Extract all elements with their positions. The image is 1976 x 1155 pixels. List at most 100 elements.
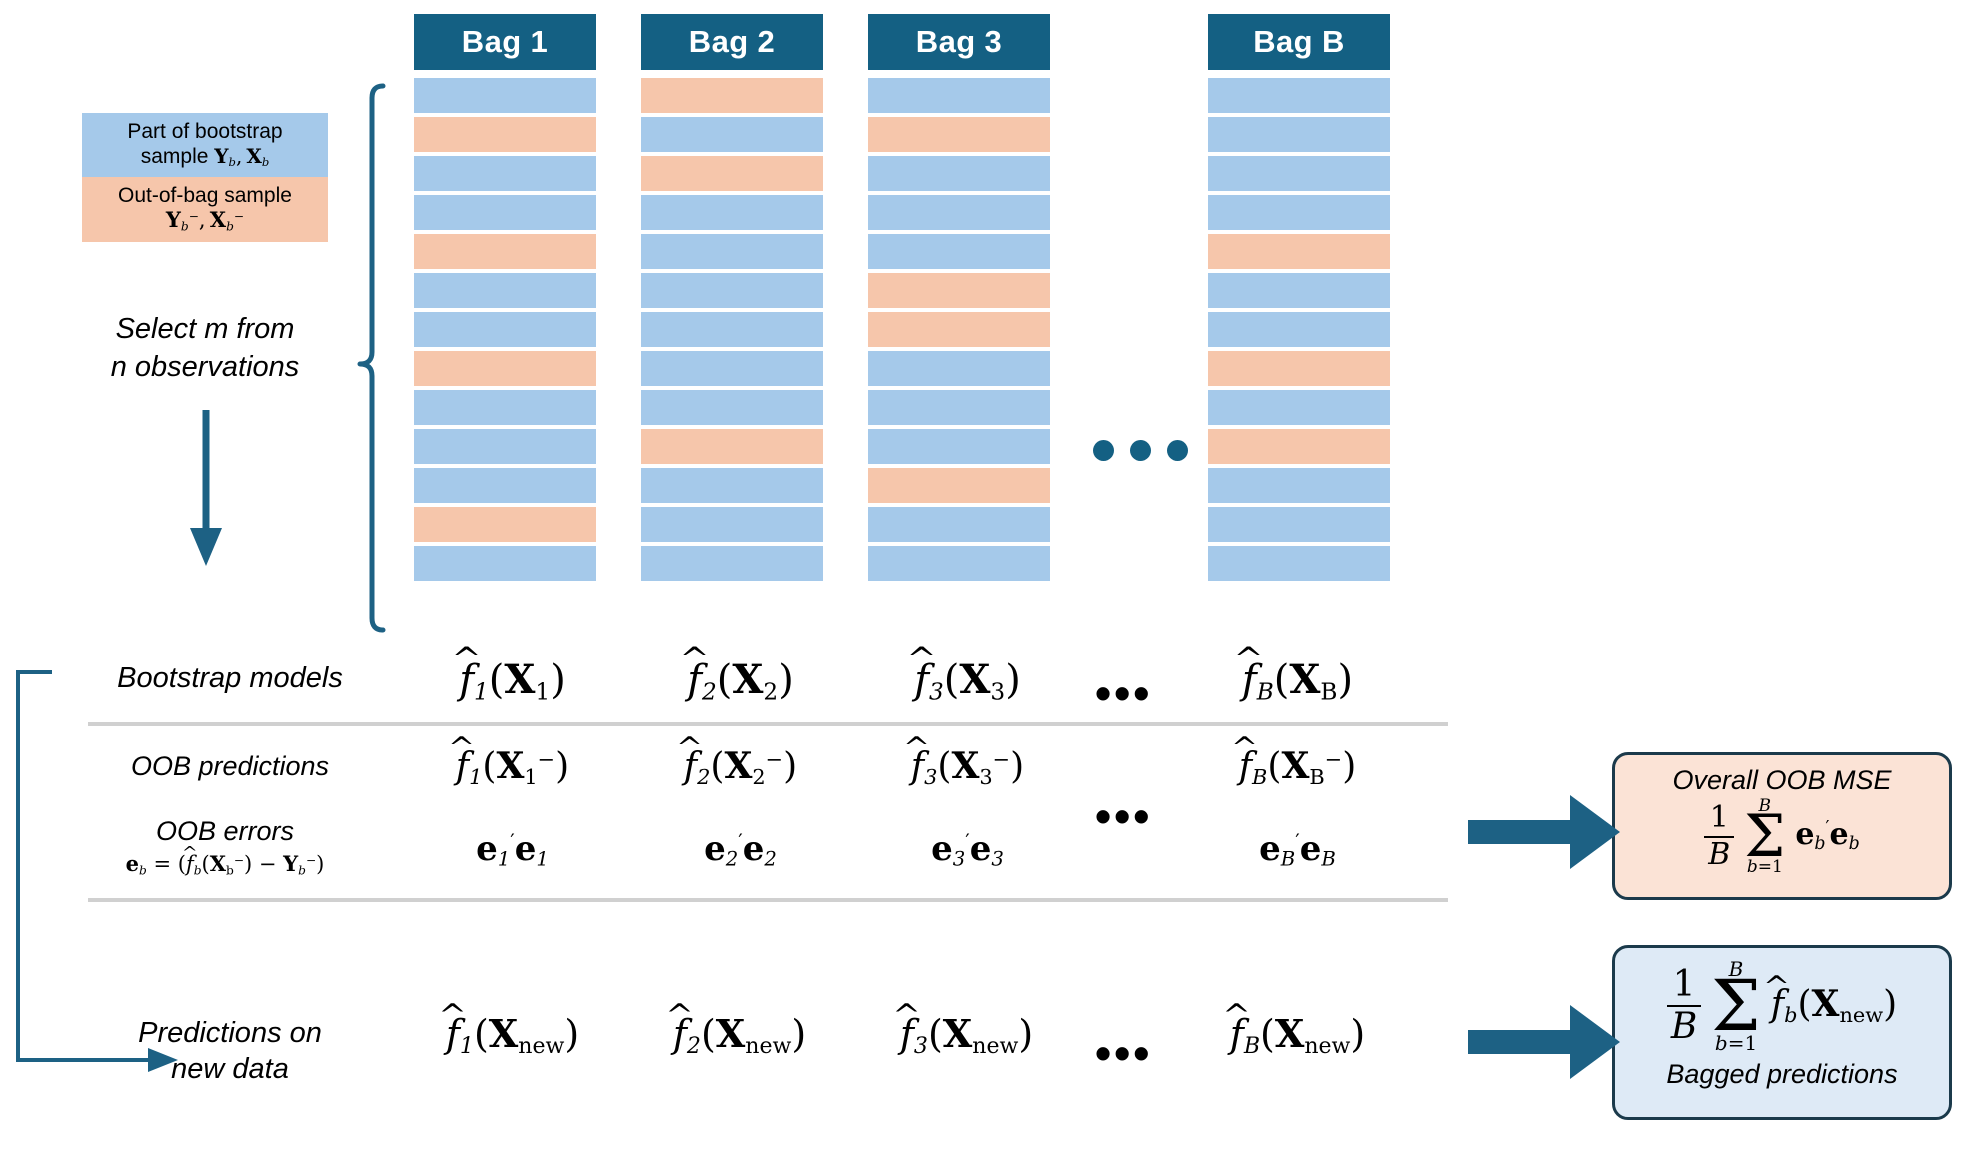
predictions-label-line2: new data: [171, 1053, 289, 1086]
summation-operator: B Σ b=1: [1744, 796, 1786, 878]
bag-cell: [1208, 429, 1390, 464]
row-ellipsis-predictions: •••: [1095, 1027, 1153, 1079]
formula-overall-oob-mse: 1 B B Σ b=1 eb′eb: [1704, 796, 1860, 878]
fraction-one-over-b: 1 B: [1666, 966, 1702, 1046]
legend-oob-sample: Out-of-bag sample Yb−, Xb−: [82, 177, 328, 242]
bag-cell: [641, 273, 823, 308]
bag-cell: [1208, 546, 1390, 581]
bag-cell: [868, 351, 1050, 386]
bag-cell: [414, 156, 596, 191]
legend-bootstrap-line1: Part of bootstrap: [127, 120, 283, 143]
bag-cell: [641, 312, 823, 347]
select-note-line2: n observations: [110, 351, 300, 384]
result-box-bagged-predictions: 1 B B Σ b=1 fb(Xnew) Bagged predictions: [1612, 945, 1952, 1120]
sample-bracket-icon: [357, 83, 386, 633]
bag-cell: [1208, 468, 1390, 503]
bag-cell: [868, 546, 1050, 581]
bag-cell: [1208, 195, 1390, 230]
bag-cell: [868, 156, 1050, 191]
formula-bootstrap-model-b: fB(XB): [1205, 660, 1390, 704]
bag-cell: [1208, 78, 1390, 113]
bag-cell: [1208, 156, 1390, 191]
bag-cell: [414, 117, 596, 152]
bag-cell: [414, 390, 596, 425]
result-box-oob-mse-caption: Overall OOB MSE: [1672, 765, 1892, 795]
row-ellipsis-oob: •••: [1095, 790, 1153, 842]
summation-body-oob: eb′eb: [1795, 817, 1860, 854]
fraction-one-over-b: 1 B: [1704, 803, 1735, 870]
bag-cell: [414, 234, 596, 269]
formula-oob-error-b: eB′eB: [1259, 829, 1336, 871]
bag-cell: [641, 117, 823, 152]
formula-bootstrap-model-2: f2(X2): [648, 660, 833, 704]
formula-bootstrap-model-3: f3(X3): [875, 660, 1060, 704]
divider-bottom: [88, 898, 1448, 902]
bag-cell: [868, 78, 1050, 113]
bag-cell: [868, 195, 1050, 230]
bag-cell: [1208, 312, 1390, 347]
down-arrow-icon: [190, 410, 222, 566]
formula-bagged-predictions: 1 B B Σ b=1 fb(Xnew): [1666, 957, 1897, 1055]
bag-columns-ellipsis: [1093, 440, 1188, 461]
bag-cell: [868, 312, 1050, 347]
predictions-label-line1: Predictions on: [138, 1017, 322, 1049]
bag-cell: [641, 429, 823, 464]
arrow-to-bagged-predictions-icon: [1468, 1005, 1620, 1079]
bag-cells-2: [641, 78, 823, 581]
formula-oob-error-1: e1′e1: [476, 829, 549, 871]
bag-cell: [414, 195, 596, 230]
bag-column-2: Bag 2: [641, 14, 823, 585]
summation-body-bagged: fb(Xnew): [1771, 986, 1897, 1026]
row-label-oob-errors-block: OOB errors eb = (fb(Xb−) − Yb−): [60, 815, 390, 876]
bag-cells-1: [414, 78, 596, 581]
bag-header-b: Bag B: [1208, 14, 1390, 70]
bag-cell: [1208, 351, 1390, 386]
bag-cell: [868, 390, 1050, 425]
bag-header-1: Bag 1: [414, 14, 596, 70]
select-m-from-n-note: Select m from n observations: [80, 310, 330, 387]
row-label-oob-errors: OOB errors: [155, 816, 295, 846]
bag-column-1: Bag 1: [414, 14, 596, 585]
formula-oob-prediction-3: f3(X3−): [875, 748, 1060, 788]
bag-cell: [1208, 273, 1390, 308]
bag-column-b: Bag B: [1208, 14, 1390, 585]
formula-bootstrap-model-1: f1(X1): [420, 660, 605, 704]
legend-bootstrap-sample: Part of bootstrap sample Yb, Xb: [82, 113, 328, 178]
summation-operator: B Σ b=1: [1711, 957, 1761, 1055]
bag-cell: [641, 156, 823, 191]
bag-cell: [641, 78, 823, 113]
arrow-to-oob-mse-icon: [1468, 795, 1620, 869]
result-box-bagged-caption: Bagged predictions: [1666, 1058, 1898, 1089]
bag-cell: [868, 234, 1050, 269]
row-label-oob-predictions: OOB predictions: [130, 751, 330, 781]
bag-cell: [1208, 507, 1390, 542]
formula-prediction-new-b: fB(Xnew): [1190, 1015, 1405, 1058]
bag-cell: [1208, 390, 1390, 425]
bag-cell: [414, 273, 596, 308]
legend-oob-line1: Out-of-bag sample: [118, 184, 292, 207]
bag-cells-3: [868, 78, 1050, 581]
bag-cell: [641, 546, 823, 581]
select-note-line1: Select m from: [115, 313, 295, 345]
bag-cell: [868, 468, 1050, 503]
row-sublabel-oob-error-definition: eb = (fb(Xb−) − Yb−): [60, 853, 390, 877]
bag-cell: [868, 429, 1050, 464]
bag-cell: [868, 273, 1050, 308]
bag-cell: [414, 468, 596, 503]
bag-cell: [414, 546, 596, 581]
bag-cell: [641, 234, 823, 269]
bag-cell: [414, 429, 596, 464]
legend-bootstrap-line2: sample Yb, Xb: [140, 143, 270, 169]
dot-icon: [1167, 440, 1188, 461]
dot-icon: [1130, 440, 1151, 461]
formula-prediction-new-3: f3(Xnew): [859, 1015, 1074, 1058]
formula-oob-prediction-2: f2(X2−): [648, 748, 833, 788]
bag-cell: [414, 507, 596, 542]
bag-cell: [414, 312, 596, 347]
formula-prediction-new-1: f1(Xnew): [405, 1015, 620, 1058]
row-ellipsis-bootstrap-models: •••: [1095, 667, 1153, 719]
bag-cell: [1208, 117, 1390, 152]
bag-header-3: Bag 3: [868, 14, 1050, 70]
divider-top: [88, 722, 1448, 726]
